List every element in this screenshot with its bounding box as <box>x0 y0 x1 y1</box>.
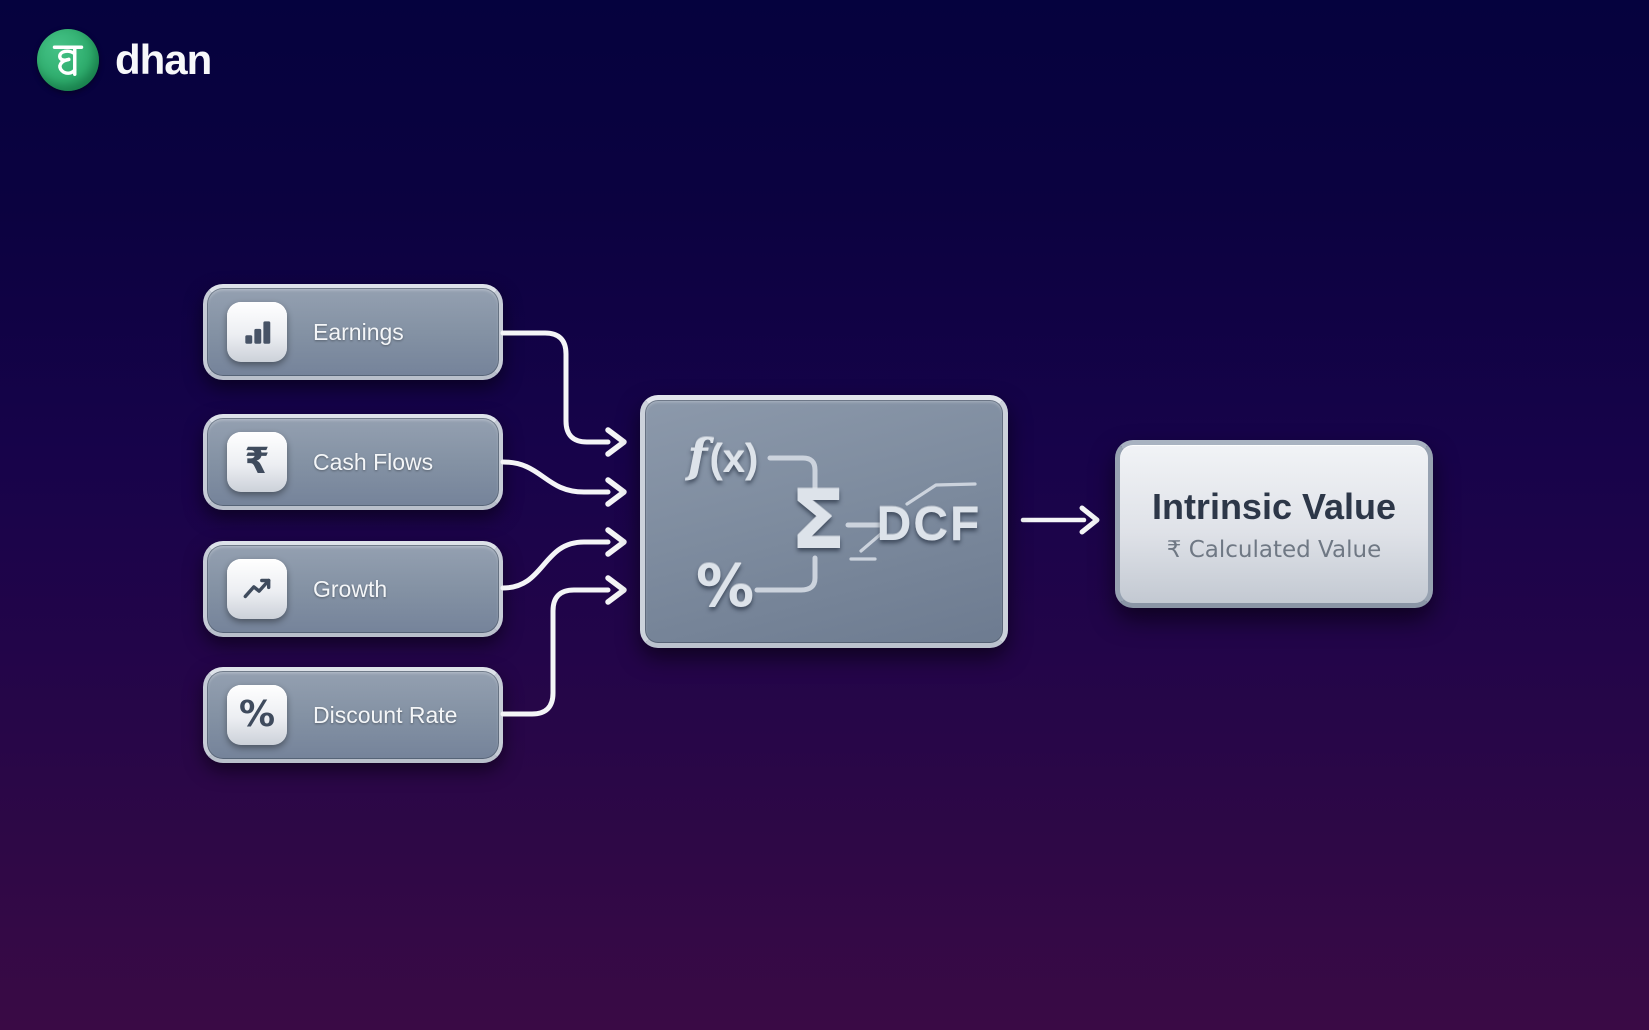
dcf-label: DCF <box>876 498 982 551</box>
result-subtitle: ₹ Calculated Value <box>1166 536 1382 563</box>
input-label: Cash Flows <box>313 448 434 475</box>
percent-icon: % <box>227 685 287 745</box>
dhan-logo-icon <box>37 29 99 91</box>
function-symbol: f(x) <box>688 433 759 479</box>
dcf-engine-card: f(x) Σ % DCF <box>640 395 1008 648</box>
input-card-discount-rate: % Discount Rate <box>203 667 503 763</box>
percent-glyph: % <box>238 694 276 735</box>
input-card-cash-flows: ₹ Cash Flows <box>203 414 503 510</box>
bar-chart-icon <box>227 302 287 362</box>
fx-x: (x) <box>709 437 759 481</box>
rupee-glyph: ₹ <box>244 441 270 482</box>
input-card-earnings: Earnings <box>203 284 503 380</box>
fx-f: f <box>687 429 708 483</box>
trend-up-icon <box>227 559 287 619</box>
rupee-icon: ₹ <box>227 432 287 492</box>
intrinsic-value-card: Intrinsic Value ₹ Calculated Value <box>1115 440 1433 608</box>
input-label: Discount Rate <box>313 701 458 728</box>
brand-logo: dhan <box>37 29 212 91</box>
brand-name: dhan <box>115 36 212 83</box>
percent-symbol: % <box>695 552 755 620</box>
sigma-symbol: Σ <box>789 473 847 568</box>
input-label: Earnings <box>313 318 404 345</box>
result-title: Intrinsic Value <box>1151 485 1397 527</box>
input-label: Growth <box>313 575 388 602</box>
input-card-growth: Growth <box>203 541 503 637</box>
